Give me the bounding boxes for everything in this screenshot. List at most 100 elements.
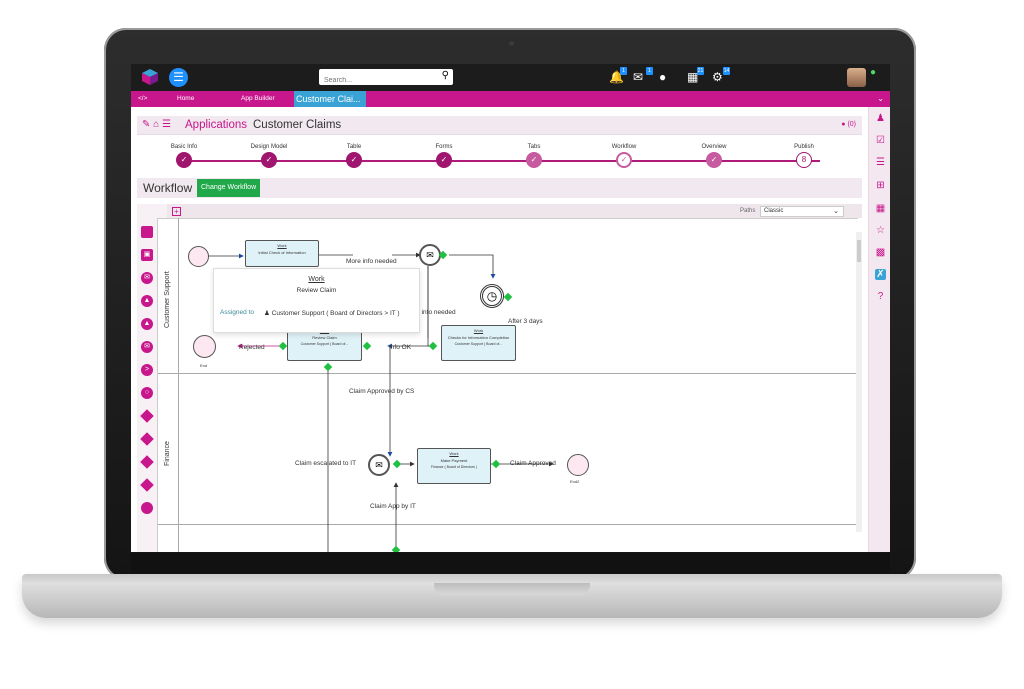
palette-event-gateway-icon[interactable] <box>140 432 154 446</box>
step-label: Publish <box>794 144 814 150</box>
step-number[interactable]: 8 <box>796 152 812 168</box>
palette-signal-icon[interactable]: ▲ <box>141 318 153 330</box>
flow-label-approved-by-cs: Claim Approved by CS <box>349 388 415 395</box>
chat-icon[interactable]: ● <box>659 70 667 84</box>
workflow-header: Workflow Change Workflow <box>137 178 862 198</box>
task-make-payment[interactable]: Work Make Payment Finance ( Board of Dir… <box>417 448 491 484</box>
add-box-icon[interactable]: ⊞ <box>876 180 885 191</box>
task-link[interactable]: Work <box>277 243 287 248</box>
list-icon[interactable]: ☰ <box>876 157 885 168</box>
step-check-icon[interactable]: ✓ <box>176 152 192 168</box>
group-icon: ♟ <box>264 310 270 317</box>
chevron-down-icon[interactable]: ⌄ <box>877 94 884 103</box>
user-avatar[interactable] <box>847 68 866 87</box>
stepper-line <box>184 160 820 162</box>
step-check-icon[interactable]: ✓ <box>261 152 277 168</box>
step-tabs[interactable]: Tabs✓ <box>499 144 569 168</box>
main-menu-button[interactable]: ☰ <box>169 68 188 87</box>
palette-gateway-icon[interactable] <box>140 409 154 423</box>
step-check-icon[interactable]: ✓ <box>526 152 542 168</box>
step-check-icon[interactable]: ✓ <box>346 152 362 168</box>
flow-label-claim-approved: Claim Approved <box>510 460 556 467</box>
checklist-icon[interactable]: ☑ <box>876 135 885 146</box>
top-bar: ☰ ⚲ 🔔 1 ✉ 1 ● ▦ 21 ⚙ 14 ● <box>131 64 890 91</box>
nav-home[interactable]: Home <box>177 95 195 102</box>
step-label: Basic Info <box>170 144 198 150</box>
calendar-icon[interactable]: ▦ <box>687 70 699 84</box>
end-event-2-label: End2 <box>570 479 580 484</box>
step-design-model[interactable]: Design Model✓ <box>234 144 304 168</box>
search-input[interactable] <box>319 72 429 89</box>
comments-count[interactable]: ● (0) <box>841 121 856 128</box>
online-chat-icon[interactable]: ● <box>870 67 877 78</box>
step-check-icon[interactable]: ✓ <box>436 152 452 168</box>
nav-app-builder[interactable]: App Builder <box>241 95 275 102</box>
palette-send-icon[interactable]: ✉ <box>141 341 153 353</box>
chart-icon[interactable]: ▩ <box>875 247 886 258</box>
task-link[interactable]: Work <box>449 451 459 456</box>
star-icon[interactable]: ☆ <box>876 225 885 236</box>
flow-connectors <box>207 252 554 552</box>
paths-select[interactable]: Classic ⌄ <box>760 206 844 217</box>
tools-icon[interactable]: ✗ <box>875 269 886 280</box>
messages-badge: 1 <box>646 67 653 75</box>
edit-home-menu-icons[interactable]: ✎ ⌂ ☰ <box>142 119 171 130</box>
task-name: Checks for Information Completion <box>447 335 510 340</box>
screen-bottom-bezel <box>131 553 890 573</box>
step-publish[interactable]: Publish 8 <box>769 144 839 168</box>
envelope-icon[interactable]: ✉ <box>633 70 644 84</box>
step-overview[interactable]: Overview✓ <box>679 144 749 168</box>
palette-message-icon[interactable]: ✉ <box>141 272 153 284</box>
vertical-scrollbar[interactable] <box>856 232 862 532</box>
palette-task-icon[interactable] <box>141 226 153 238</box>
palette-end-event-icon[interactable] <box>141 502 153 514</box>
task-checks-completion[interactable]: Work Checks for Information Completion C… <box>441 325 516 361</box>
step-label: Workflow <box>611 144 637 150</box>
palette-bell-icon[interactable]: ▲ <box>141 295 153 307</box>
palette-parallel-gateway-icon[interactable] <box>140 455 154 469</box>
grid-icon[interactable]: ▦ <box>875 203 886 214</box>
step-forms[interactable]: Forms✓ <box>409 144 479 168</box>
help-icon[interactable]: ? <box>877 291 884 302</box>
wizard-stepper: Basic Info✓Design Model✓Table✓Forms✓Tabs… <box>137 136 862 178</box>
canvas-toolbar: + Paths Classic ⌄ <box>167 204 862 219</box>
start-event[interactable] <box>188 246 209 267</box>
task-link[interactable]: Work <box>473 328 484 333</box>
step-workflow[interactable]: Workflow ✓ <box>589 144 659 168</box>
step-check-icon[interactable]: ✓ <box>616 152 632 168</box>
end-event-2[interactable] <box>567 454 589 476</box>
palette-event-icon[interactable]: ○ <box>141 387 153 399</box>
timer-event-clock-icon[interactable]: ◷ <box>480 284 504 308</box>
end-event[interactable] <box>193 335 216 358</box>
users-icon[interactable]: ♟ <box>876 113 885 124</box>
step-basic-info[interactable]: Basic Info ✓ <box>149 144 219 168</box>
code-icon[interactable]: </> <box>138 95 148 102</box>
change-workflow-button[interactable]: Change Workflow <box>197 179 261 197</box>
palette-subprocess-icon[interactable]: ▣ <box>141 249 153 261</box>
palette-exclusive-gateway-icon[interactable] <box>140 478 154 492</box>
laptop-base-edge <box>22 574 1002 583</box>
popup-assigned-text: Customer Support ( Board of Directors > … <box>271 310 400 317</box>
workflow-diagram: Customer Support Finance <box>157 218 862 552</box>
add-icon[interactable]: + <box>172 207 181 216</box>
lane-divider <box>158 524 858 525</box>
task-details-popup: Work Review Claim Assigned to ♟ Customer… <box>213 268 420 333</box>
camera-dot <box>509 41 514 46</box>
step-check-icon[interactable]: ✓ <box>706 152 722 168</box>
message-event[interactable]: ✉ <box>368 454 390 476</box>
nav-bar: </> Home App Builder Customer Clai... ⌄ <box>131 91 890 107</box>
gears-icon[interactable]: ⚙ <box>712 70 723 84</box>
message-event[interactable]: ✉ <box>419 244 441 266</box>
step-table[interactable]: Table✓ <box>319 144 389 168</box>
search-box: ⚲ <box>319 69 453 89</box>
palette-script-icon[interactable]: > <box>141 364 153 376</box>
breadcrumb-applications[interactable]: Applications <box>185 119 248 131</box>
popup-task-link[interactable]: Work <box>308 276 325 283</box>
scrollbar-thumb[interactable] <box>857 240 861 262</box>
nav-tab-customer-claims[interactable]: Customer Clai... <box>294 91 366 107</box>
task-initial-check[interactable]: Work Initial Check of Information <box>245 240 319 267</box>
search-icon[interactable]: ⚲ <box>441 70 449 81</box>
app-logo-icon[interactable] <box>141 68 159 86</box>
workflow-canvas-area: + Paths Classic ⌄ ▣ ✉ ▲ ▲ ✉ > ○ <box>137 204 862 552</box>
end-event-label: End <box>200 363 208 368</box>
